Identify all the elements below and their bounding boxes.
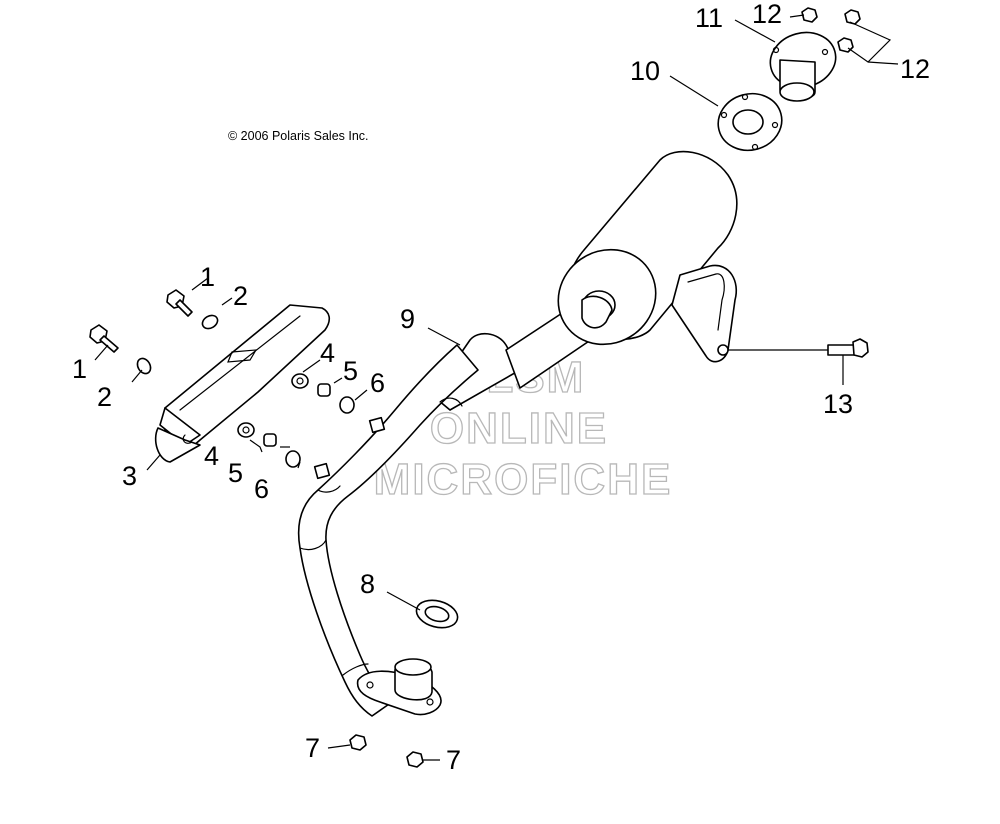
callouts: 1 1 2 2 3 4 4 5 5 6 6 7 7 8 9 10 11 12 1…: [72, 0, 930, 775]
callout-8: 8: [360, 569, 375, 599]
callout-12-right: 12: [900, 54, 930, 84]
callout-13: 13: [823, 389, 853, 419]
callout-4-upper: 4: [320, 338, 335, 368]
part-8-gasket: [415, 599, 459, 629]
part-4-grommets: [237, 373, 309, 438]
watermark-line2: ONLINE: [430, 404, 608, 453]
callout-11: 11: [695, 3, 723, 33]
callout-2-lower: 2: [97, 382, 112, 412]
muffler: [557, 150, 738, 363]
part-13-bolt: [827, 338, 869, 358]
callout-12-upper: 12: [752, 0, 782, 29]
watermark: HLSM ONLINE MICROFICHE: [373, 352, 673, 504]
part-10-gasket: [717, 92, 783, 152]
part-11-tailpipe-tip: [769, 31, 837, 102]
part-9-head-pipe: [297, 332, 521, 717]
callout-5-upper: 5: [343, 356, 358, 386]
callout-10: 10: [630, 56, 660, 86]
part-2-washers: [136, 314, 219, 375]
part-5-spacers: [263, 383, 331, 447]
callout-3: 3: [122, 461, 137, 491]
copyright-text: © 2006 Polaris Sales Inc.: [228, 129, 369, 143]
part-3-heat-shield: [154, 304, 331, 463]
pipe-flange: [356, 658, 442, 716]
callout-7-right: 7: [446, 745, 461, 775]
callout-4-lower: 4: [204, 441, 219, 471]
callout-6-lower: 6: [254, 474, 269, 504]
callout-9: 9: [400, 304, 415, 334]
part-6-nuts: [285, 396, 355, 468]
callout-1-lower: 1: [72, 354, 87, 384]
callout-1-upper: 1: [200, 262, 215, 292]
part-1-bolts: [89, 289, 193, 353]
watermark-line3: MICROFICHE: [374, 455, 673, 504]
callout-2-upper: 2: [233, 281, 248, 311]
callout-6-upper: 6: [370, 368, 385, 398]
leader-lines: [94, 14, 899, 761]
part-12-nuts: [801, 7, 861, 53]
callout-5-lower: 5: [228, 458, 243, 488]
callout-7-left: 7: [305, 733, 320, 763]
part-7-nuts: [349, 734, 424, 768]
